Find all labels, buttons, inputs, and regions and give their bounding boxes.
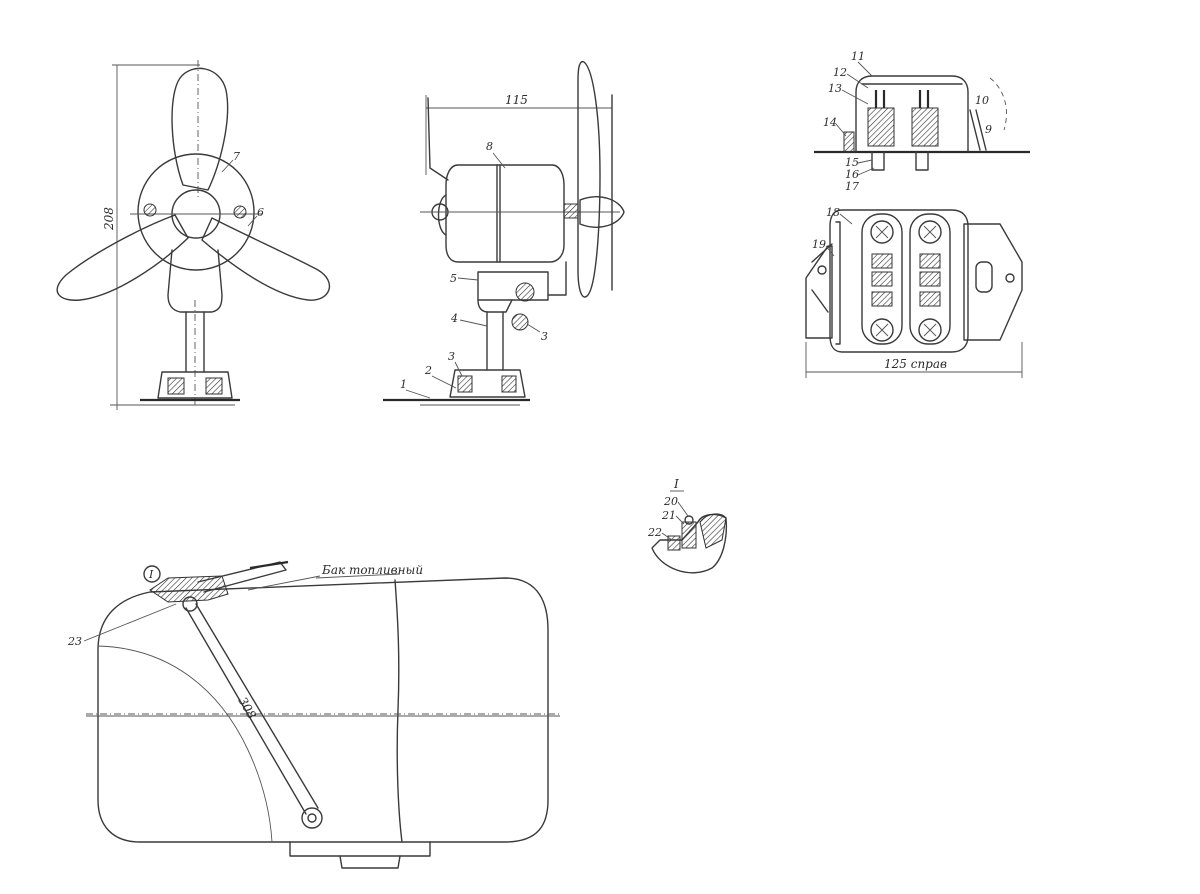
callout-7: 7: [233, 150, 240, 163]
motor-housing-disc: [137, 153, 255, 271]
callout-5: 5: [450, 272, 457, 285]
terminal-block-top-view: 125 справ 18 19: [805, 206, 1023, 378]
tank-label: Бак топливный: [321, 563, 423, 577]
rod-dimension-label: 308: [235, 695, 259, 722]
callout-20: 20: [663, 495, 678, 508]
length-dimension-label: 115: [505, 93, 528, 107]
filler-neck: [149, 575, 229, 603]
callout-3-upper: 3: [541, 330, 548, 343]
callout-18: 18: [826, 206, 840, 219]
callout-4: 4: [450, 312, 458, 325]
detail-marker-circle: [143, 565, 161, 583]
callout-21: 21: [661, 509, 676, 522]
detail-title: I: [673, 477, 679, 491]
mounting-plate-right: [963, 223, 1023, 341]
level-gauge-arm: [197, 561, 287, 593]
callout-23: 23: [67, 635, 82, 648]
fan-base: [157, 371, 233, 399]
callout-15: 15: [845, 156, 859, 169]
tank-body: [97, 577, 549, 843]
fan-neck: [167, 249, 223, 313]
callout-3-lower: 3: [448, 350, 455, 363]
side-base: [449, 369, 526, 398]
propeller-side: [577, 60, 601, 298]
callout-11: 11: [851, 50, 865, 63]
blade-top: [171, 67, 229, 191]
callout-14: 14: [823, 116, 837, 129]
blade-left: [56, 214, 189, 301]
callout-6: 6: [257, 206, 264, 219]
callout-12: 12: [833, 66, 847, 79]
width-dimension-label: 125 справ: [884, 357, 947, 371]
detail-view-I: I 20 21 22: [647, 477, 728, 574]
fan-side-view: 115 8 5 3 4: [383, 60, 625, 406]
block-cover: [855, 75, 969, 153]
float-rod: [185, 603, 319, 815]
fan-front-view: 208 7 6: [56, 60, 331, 410]
terminal-block-side-view: 11 12 13 14 10 9 15 16 17: [814, 50, 1030, 193]
callout-19: 19: [812, 238, 826, 251]
fuel-tank-view: I 308 Бак топливный 23: [67, 560, 560, 869]
callout-2: 2: [424, 364, 432, 377]
callout-1: 1: [400, 378, 407, 391]
callout-10: 10: [975, 94, 989, 107]
callout-22: 22: [647, 526, 662, 539]
callout-16: 16: [845, 168, 859, 181]
callout-13: 13: [828, 82, 842, 95]
height-dimension-label: 208: [102, 207, 116, 231]
callout-8: 8: [486, 140, 493, 153]
block-body: [829, 209, 969, 353]
blade-right: [201, 217, 331, 301]
callout-9: 9: [985, 123, 992, 136]
motor-body: [445, 164, 565, 263]
mount-block: [477, 271, 549, 301]
detail-marker: I: [148, 568, 154, 581]
callout-17: 17: [845, 180, 859, 193]
float: [301, 807, 323, 829]
